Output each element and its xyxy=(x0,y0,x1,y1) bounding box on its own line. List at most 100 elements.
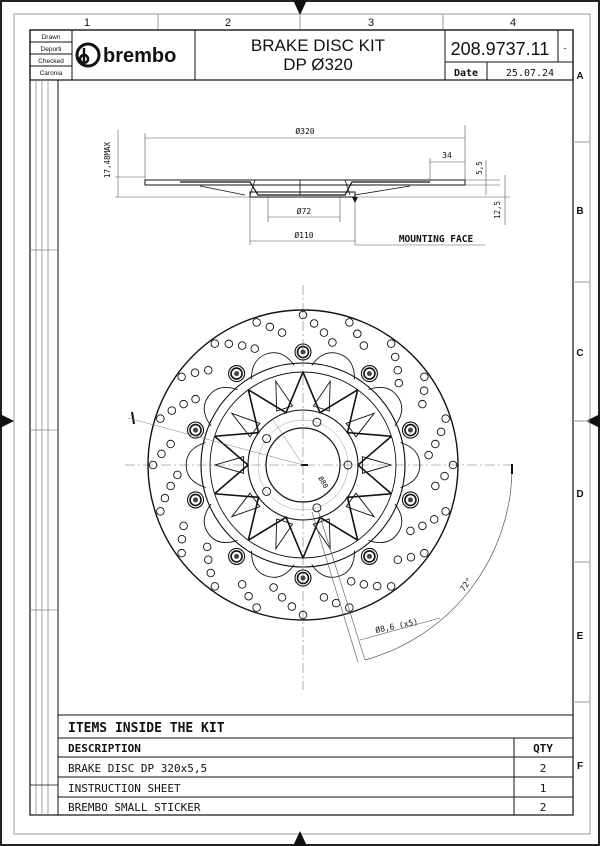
carrier-window xyxy=(230,412,261,438)
drilled-hole xyxy=(448,460,458,470)
floating-bolt-inner xyxy=(189,423,202,437)
drilled-hole xyxy=(420,548,429,558)
drilled-hole xyxy=(393,365,403,375)
row-label: A xyxy=(576,71,583,82)
drilled-hole xyxy=(441,414,450,423)
floating-bolt xyxy=(360,365,378,383)
floating-bolt xyxy=(294,569,312,587)
row-label: D xyxy=(576,489,583,500)
drilled-hole xyxy=(394,378,404,388)
drilled-hole xyxy=(177,548,186,558)
carrier-window xyxy=(275,518,294,551)
floating-bolt xyxy=(228,547,246,565)
drawn-label: Drawn xyxy=(42,34,61,41)
brembo-logo: brembo xyxy=(75,42,176,68)
drilled-hole xyxy=(203,555,213,565)
angle-arc xyxy=(364,469,513,661)
drilled-hole xyxy=(359,341,369,350)
column-label: 3 xyxy=(368,17,374,29)
drilled-hole xyxy=(406,552,416,562)
drilled-hole xyxy=(420,372,429,382)
drilled-hole xyxy=(386,582,396,591)
floating-bolt xyxy=(294,343,312,361)
drilled-hole xyxy=(359,580,369,589)
floating-bolt-center xyxy=(366,371,372,377)
center-mark-top xyxy=(293,0,307,15)
drilled-hole xyxy=(202,542,212,552)
drilled-hole xyxy=(191,394,200,404)
drilled-hole xyxy=(393,555,403,565)
drilled-hole xyxy=(250,344,260,353)
drilled-hole xyxy=(210,582,220,591)
drilled-hole xyxy=(287,602,297,611)
hole-dim-line xyxy=(359,617,441,641)
drilled-hole xyxy=(406,526,415,536)
drilled-hole xyxy=(252,603,261,612)
drilled-hole xyxy=(166,481,175,491)
mounting-hole xyxy=(262,434,272,443)
drilled-hole xyxy=(173,470,182,480)
drilled-hole xyxy=(319,593,329,602)
rotor-lobe xyxy=(251,550,295,578)
logo-text: brembo xyxy=(103,45,176,67)
rotor-lobe xyxy=(251,352,295,380)
floating-bolt-center xyxy=(300,349,306,355)
drilled-hole xyxy=(418,521,427,531)
hub-outer-ring xyxy=(247,409,359,521)
drilled-hole xyxy=(265,322,275,332)
pcd-leader xyxy=(272,419,304,466)
carrier-spoke xyxy=(247,516,304,559)
kit-table-title: ITEMS INSIDE THE KIT xyxy=(68,721,225,736)
drilled-hole xyxy=(167,406,177,415)
mounting-face-label: MOUNTING FACE xyxy=(399,234,474,245)
title-block: Drawn Deporti Checked Caronia brembo BRA… xyxy=(29,29,574,81)
hole-leader xyxy=(317,509,366,661)
carrier-spoke xyxy=(346,492,392,541)
drilled-hole xyxy=(431,481,440,491)
drilled-hole xyxy=(224,339,234,349)
floating-bolt-inner xyxy=(363,367,376,380)
floating-bolt-inner xyxy=(230,367,243,380)
center-bore xyxy=(265,427,341,503)
rotor-lobe xyxy=(368,503,403,544)
carrier-window xyxy=(312,379,331,412)
floating-bolt-center xyxy=(366,553,372,559)
floating-bolt xyxy=(401,421,420,439)
drilled-hole xyxy=(269,583,278,592)
floating-bolt-inner xyxy=(189,493,202,507)
drilled-hole xyxy=(177,372,186,382)
row-label: F xyxy=(577,761,583,772)
dim-hub: Ø110 xyxy=(294,230,313,240)
drilled-hole xyxy=(386,339,396,348)
drilled-hole xyxy=(190,368,200,378)
column-label: 1 xyxy=(84,17,90,29)
drilled-hole xyxy=(277,328,287,337)
drilled-hole xyxy=(210,339,220,348)
header-qty: QTY xyxy=(533,742,553,755)
drilled-hole xyxy=(353,329,362,339)
drilled-hole xyxy=(148,460,158,470)
carrier-spoke xyxy=(346,389,392,438)
drilled-hole xyxy=(237,580,247,589)
checked-by: Caronia xyxy=(40,70,63,77)
dim-height-max: 17,48MAX xyxy=(103,141,112,178)
drilled-hole xyxy=(346,577,356,586)
drilled-hole xyxy=(160,493,170,503)
header-description: DESCRIPTION xyxy=(68,742,141,755)
carrier-window xyxy=(345,412,376,438)
rotor-lobe xyxy=(311,352,355,380)
rotor-lobe xyxy=(203,503,238,544)
angle-reference-line xyxy=(127,417,304,466)
mounting-hole xyxy=(312,503,322,513)
drilled-hole xyxy=(203,365,213,375)
floating-bolt-center xyxy=(234,371,240,377)
carrier-window xyxy=(361,456,393,474)
dim-angle: 72° xyxy=(458,576,474,593)
table-row: BREMBO SMALL STICKER 2 xyxy=(68,801,546,814)
dim-outer-diameter: Ø320 xyxy=(295,126,314,136)
item-qty: 2 xyxy=(540,801,547,814)
floating-bolt-inner xyxy=(404,493,417,507)
drilled-hole xyxy=(390,352,400,362)
carrier-window xyxy=(213,456,245,474)
drilled-hole xyxy=(372,581,382,591)
